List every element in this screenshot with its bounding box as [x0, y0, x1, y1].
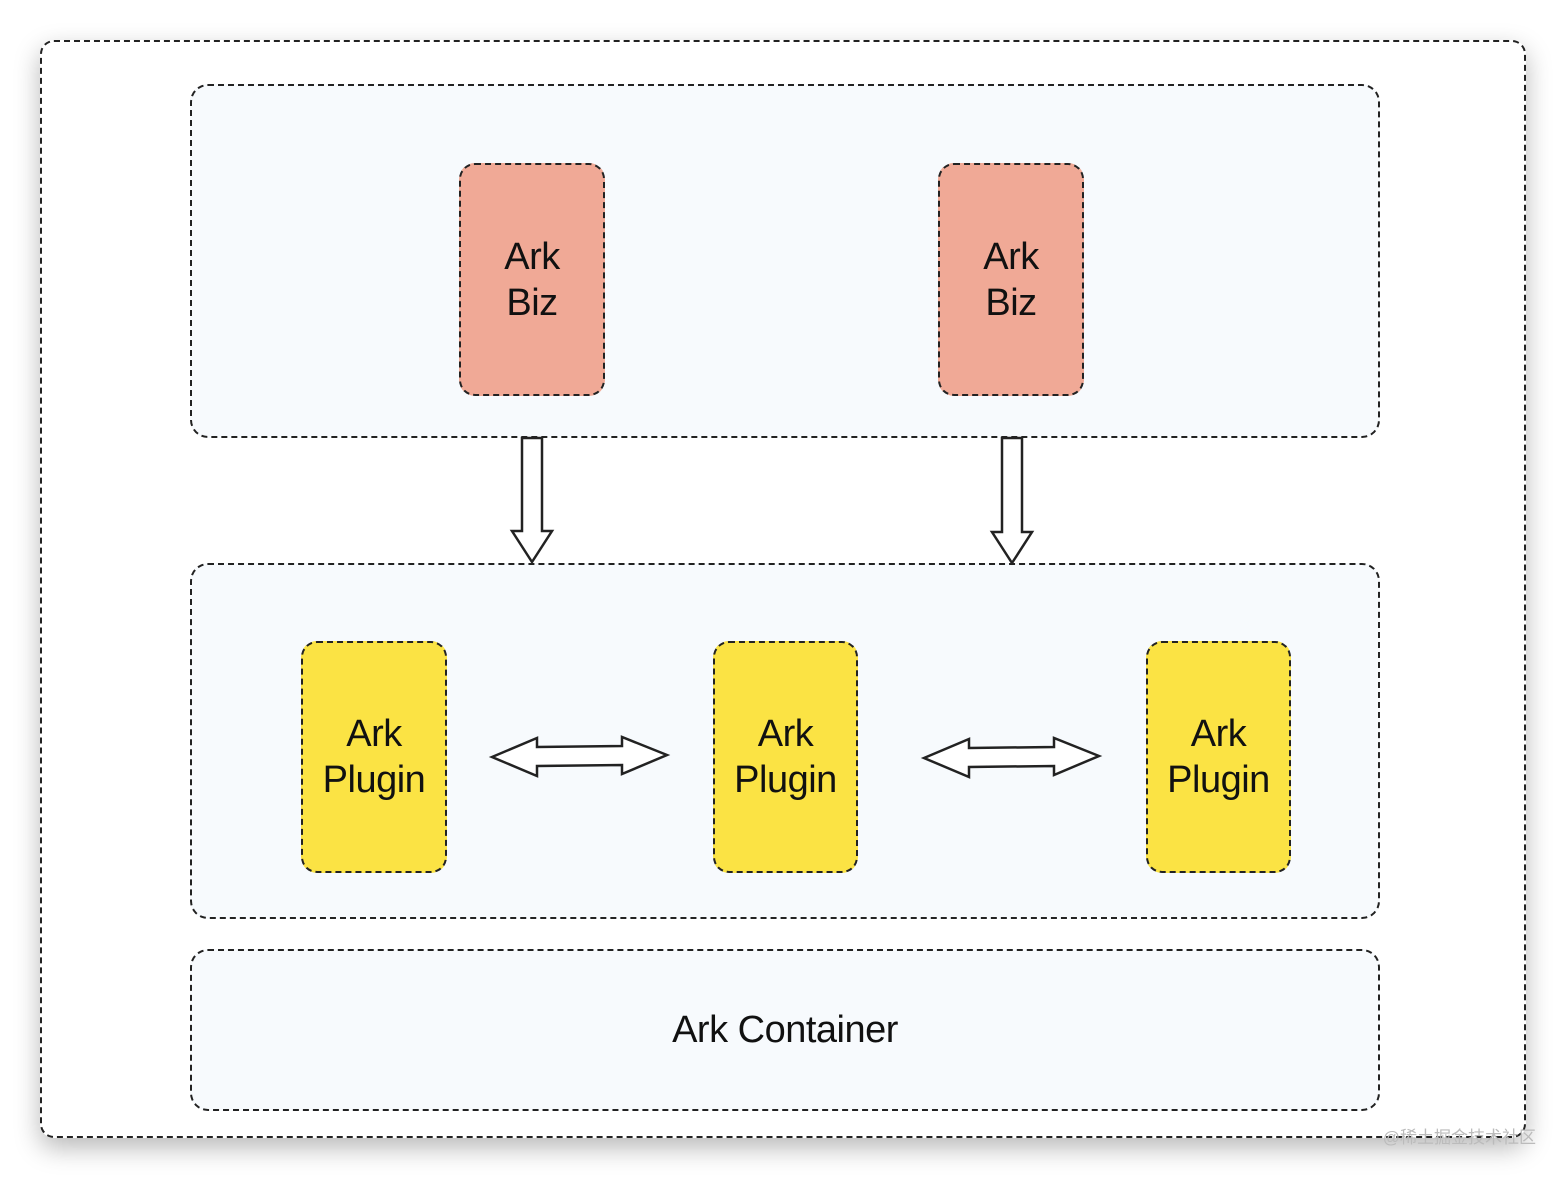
down-arrow-biz1: [509, 436, 555, 565]
double-arrow-plugin2-plugin3: [920, 736, 1103, 779]
ark-biz-node-1: Ark Biz: [459, 163, 605, 396]
ark-plugin-node-1: Ark Plugin: [301, 641, 447, 873]
watermark-text: @稀土掘金技术社区: [1382, 1128, 1536, 1147]
ark-plugin-node-3: Ark Plugin: [1146, 641, 1291, 873]
ark-container-label: Ark Container: [672, 1008, 898, 1051]
ark-plugin-node-2: Ark Plugin: [713, 641, 858, 873]
ark-plugin-node-2-label: Ark Plugin: [734, 713, 837, 801]
ark-container-group: Ark Container: [190, 949, 1380, 1111]
ark-plugin-node-3-label: Ark Plugin: [1167, 713, 1270, 801]
ark-biz-node-2: Ark Biz: [938, 163, 1084, 396]
biz-layer-group: [190, 84, 1380, 438]
ark-biz-node-1-label: Ark Biz: [504, 235, 560, 324]
ark-biz-node-2-label: Ark Biz: [983, 235, 1039, 324]
ark-plugin-node-1-label: Ark Plugin: [322, 713, 426, 801]
down-arrow-biz2: [989, 436, 1035, 566]
double-arrow-plugin1-plugin2: [488, 735, 671, 778]
